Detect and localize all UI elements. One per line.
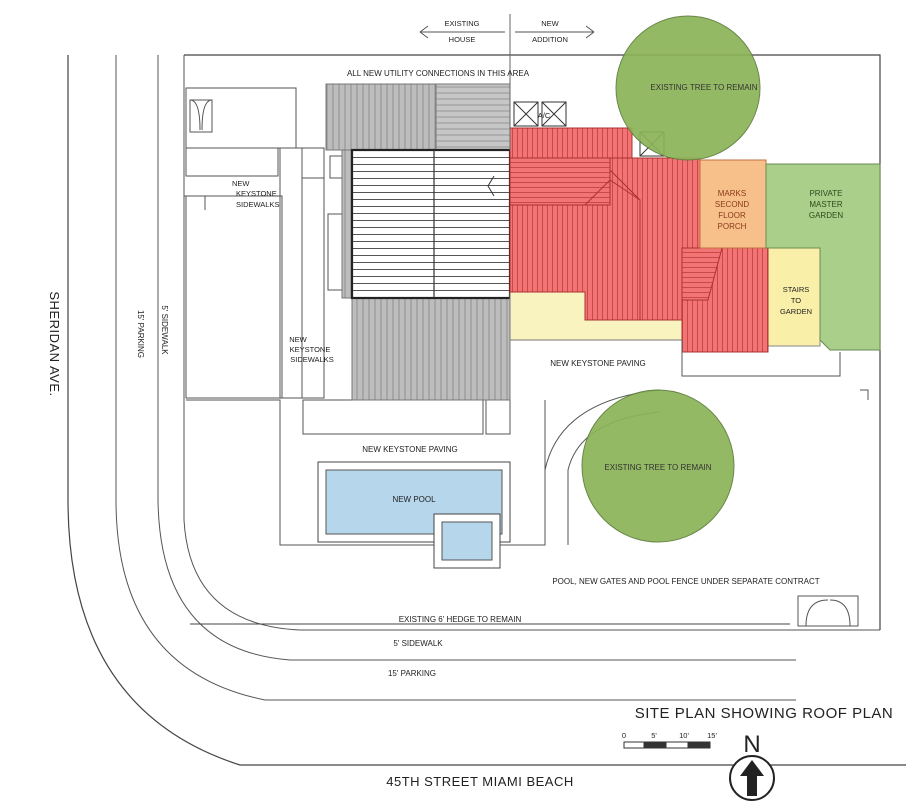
property-boundary xyxy=(184,54,881,630)
porch-label-2: SECOND xyxy=(715,200,749,209)
new-addition-roof xyxy=(509,127,769,353)
stairs-label-1: STAIRS xyxy=(783,285,810,294)
parking-label: 15' PARKING xyxy=(388,669,436,678)
sidewalk-mid-label-3: SIDEWALKS xyxy=(290,355,333,364)
garden-label-1: PRIVATE xyxy=(809,189,842,198)
scale-tick-10: 10' xyxy=(679,731,689,740)
stairs-label-2: TO xyxy=(791,296,801,305)
street-west-label: SHERIDAN AVE. xyxy=(47,291,62,396)
center-roof-white xyxy=(350,148,512,300)
scale-tick-0: 0 xyxy=(622,731,626,740)
paving-right-label: NEW KEYSTONE PAVING xyxy=(550,359,646,368)
pool-gate xyxy=(797,595,859,627)
porch-label-1: MARKS xyxy=(718,189,746,198)
arrow-label-existing-1: EXISTING xyxy=(444,19,479,28)
street-south-label: 45TH STREET MIAMI BEACH xyxy=(386,774,574,789)
parking-vertical-label: 15' PARKING xyxy=(136,310,145,358)
street-curbs xyxy=(67,55,906,766)
existing-new-arrows xyxy=(419,14,595,150)
private-garden xyxy=(765,163,881,351)
pool-note-label: POOL, NEW GATES AND POOL FENCE UNDER SEP… xyxy=(552,577,819,586)
arrow-label-new-1: NEW xyxy=(541,19,559,28)
sidewalk-mid-label-1: NEW xyxy=(289,335,307,344)
garden-label-2: MASTER xyxy=(809,200,843,209)
garden-label-3: GARDEN xyxy=(809,211,843,220)
pool-label: NEW POOL xyxy=(392,495,436,504)
porch-label-4: PORCH xyxy=(718,222,747,231)
yellow-paving xyxy=(509,247,821,347)
stairs-label-3: GARDEN xyxy=(780,307,812,316)
trees xyxy=(581,15,761,543)
plan-title: SITE PLAN SHOWING ROOF PLAN xyxy=(635,705,894,722)
sidewalk-label: 5' SIDEWALK xyxy=(393,639,443,648)
porch-label-3: FLOOR xyxy=(718,211,746,220)
arrow-label-new-2: ADDITION xyxy=(532,35,568,44)
existing-roof-gray xyxy=(325,83,511,401)
north-arrow-icon xyxy=(729,755,775,801)
scale-tick-15: 15' xyxy=(707,731,717,740)
sidewalk-top-label-2: KEYSTONE xyxy=(236,189,277,198)
paving-left-label: NEW KEYSTONE PAVING xyxy=(362,445,458,454)
scale-bar xyxy=(623,741,711,749)
sidewalk-top-label-3: SIDEWALKS xyxy=(236,200,279,209)
scale-tick-5: 5' xyxy=(651,731,657,740)
pool xyxy=(317,461,511,569)
sidewalk-vertical-label: 5' SIDEWALK xyxy=(160,305,169,355)
arrow-label-existing-2: HOUSE xyxy=(449,35,476,44)
hedge-label: EXISTING 6' HEDGE TO REMAIN xyxy=(399,615,522,624)
tree-bottom-label: EXISTING TREE TO REMAIN xyxy=(604,463,711,472)
sidewalk-mid-label-2: KEYSTONE xyxy=(290,345,331,354)
tree-top-label: EXISTING TREE TO REMAIN xyxy=(650,83,757,92)
ac-label: A/C xyxy=(538,111,551,120)
second-floor-porch xyxy=(699,159,767,249)
sidewalk-top-label-1: NEW xyxy=(232,179,250,188)
north-label: N xyxy=(743,731,760,758)
utility-label: ALL NEW UTILITY CONNECTIONS IN THIS AREA xyxy=(347,69,530,78)
